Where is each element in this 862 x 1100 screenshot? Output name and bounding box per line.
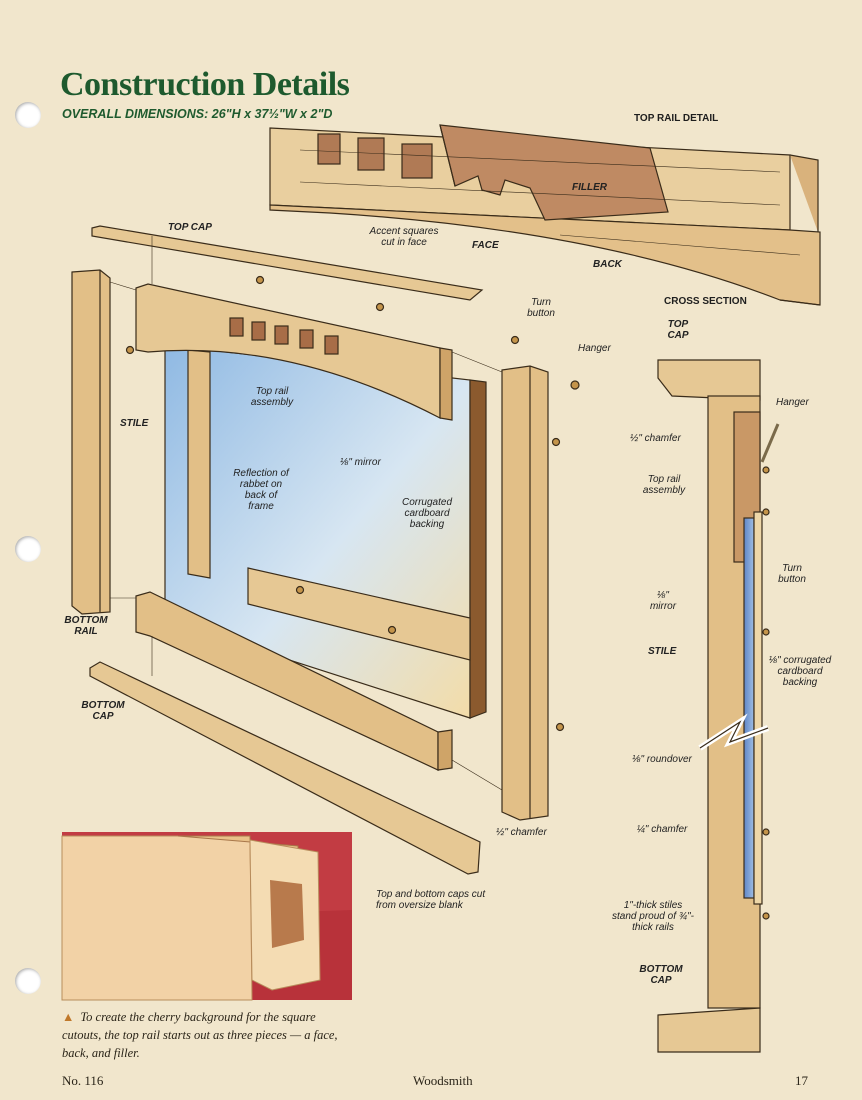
corrugated-backing-label: Corrugated cardboard backing (401, 497, 453, 530)
top-cap-label: TOP CAP (168, 222, 212, 233)
caps-note-label: Top and bottom caps cut from oversize bl… (376, 889, 486, 911)
top-rail-detail-drawing (269, 124, 821, 306)
footer-magazine: Woodsmith (413, 1073, 473, 1088)
chamfer-label: ½" chamfer (496, 827, 547, 838)
turn-button-label: Turn button (527, 297, 555, 319)
cs-top-rail-assembly-label: Top rail assembly (642, 474, 686, 496)
back-label: BACK (593, 259, 622, 270)
hanger-label: Hanger (578, 343, 611, 354)
binder-hole (15, 536, 41, 562)
footer-page-number: 17 (795, 1073, 808, 1088)
accent-squares-label: Accent squares cut in face (369, 226, 439, 248)
footer-issue: No. 116 (62, 1073, 104, 1088)
exploded-view-drawing (71, 225, 580, 875)
cs-stiles-note-label: 1"-thick stiles stand proud of ¾"-thick … (612, 900, 694, 933)
cs-top-cap-label: TOP CAP (667, 319, 689, 341)
mirror-label: ⅛" mirror (340, 457, 381, 468)
cs-chamfer-half-label: ½" chamfer (630, 433, 681, 444)
top-rail-assembly-label: Top rail assembly (250, 386, 294, 408)
cs-chamfer-quarter-label: ¼" chamfer (636, 824, 688, 835)
cs-stile-label: STILE (648, 646, 677, 657)
cs-roundover-label: ⅛" roundover (632, 754, 692, 765)
overall-dimensions: OVERALL DIMENSIONS: 26"H x 37½"W x 2"D (62, 107, 333, 121)
bottom-cap-label: BOTTOM CAP (81, 700, 125, 722)
face-label: FACE (472, 240, 499, 251)
cross-section-header: CROSS SECTION (664, 296, 747, 307)
top-rail-detail-header: TOP RAIL DETAIL (634, 113, 719, 124)
binder-hole (15, 968, 41, 994)
page-title: Construction Details (60, 66, 350, 103)
caption-triangle-icon: ▲ (62, 1010, 75, 1024)
cs-bottom-cap-label: BOTTOM CAP (639, 964, 683, 986)
cs-mirror-label: ⅛" mirror (649, 590, 677, 612)
cs-turn-button-label: Turn button (778, 563, 806, 585)
stile-label: STILE (120, 418, 149, 429)
cs-corrugated-label: ⅛" corrugated cardboard backing (768, 655, 832, 688)
filler-label: FILLER (572, 182, 607, 193)
cherry-background-photo (61, 832, 352, 1001)
bottom-rail-label: BOTTOM RAIL (64, 615, 108, 637)
photo-caption: ▲To create the cherry background for the… (62, 1008, 342, 1062)
caption-text: To create the cherry background for the … (62, 1010, 338, 1060)
cs-hanger-label: Hanger (776, 397, 809, 408)
cross-section-drawing (657, 359, 780, 1053)
reflection-label: Reflection of rabbet on back of frame (233, 468, 289, 512)
binder-hole (15, 102, 41, 128)
